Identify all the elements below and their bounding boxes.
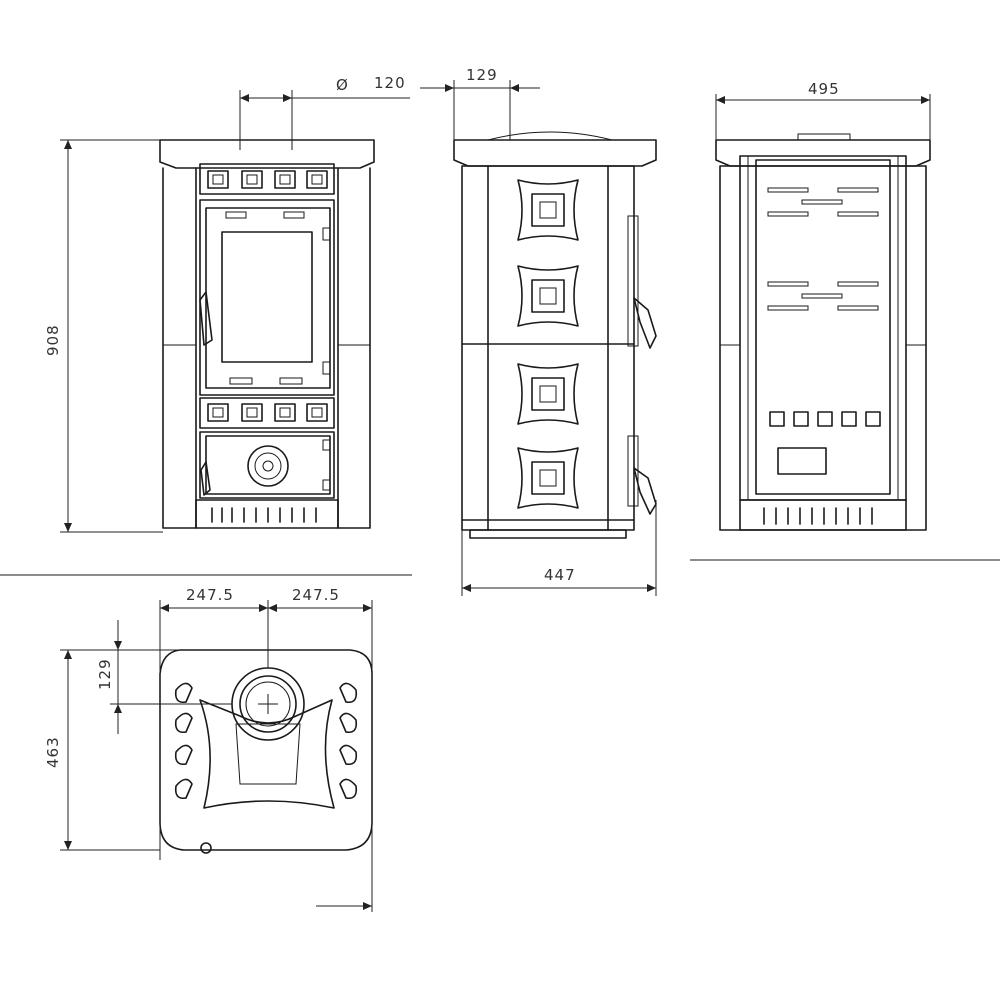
flue-diameter-symbol: Ø bbox=[336, 76, 349, 94]
top-view bbox=[159, 649, 373, 854]
top-depth-dimension: 463 bbox=[44, 649, 160, 851]
half-width-right-label: 247.5 bbox=[292, 586, 340, 604]
depth-dimension: 447 bbox=[461, 500, 657, 596]
depth-label: 447 bbox=[544, 566, 576, 584]
side-width-label: 495 bbox=[808, 80, 840, 98]
flue-diameter-dimension: Ø 120 bbox=[239, 74, 410, 140]
flue-offset-top-dimension: 129 bbox=[96, 620, 232, 734]
top-vent-slots bbox=[174, 682, 358, 800]
front-tile-squares-mid bbox=[207, 403, 328, 422]
half-width-dimension: 247.5 247.5 bbox=[159, 586, 373, 912]
back-view bbox=[715, 133, 931, 531]
side-view bbox=[453, 130, 657, 539]
side-decor-squares bbox=[517, 179, 579, 509]
half-width-left-label: 247.5 bbox=[186, 586, 234, 604]
front-view bbox=[159, 139, 375, 529]
front-base-vents bbox=[211, 507, 317, 523]
height-label: 908 bbox=[44, 324, 62, 356]
back-slots bbox=[767, 187, 879, 311]
flue-offset-side-dimension: 129 bbox=[420, 66, 540, 140]
height-dimension: 908 bbox=[44, 139, 163, 533]
front-tile-squares-top bbox=[207, 170, 328, 189]
top-depth-label: 463 bbox=[44, 736, 62, 768]
flue-diameter-label: 120 bbox=[374, 74, 406, 92]
back-small-squares bbox=[769, 411, 881, 427]
back-base-vents bbox=[763, 507, 873, 525]
flue-offset-side-label: 129 bbox=[466, 66, 498, 84]
flue-offset-top-label: 129 bbox=[96, 658, 114, 690]
side-width-dimension: 495 bbox=[715, 80, 931, 140]
